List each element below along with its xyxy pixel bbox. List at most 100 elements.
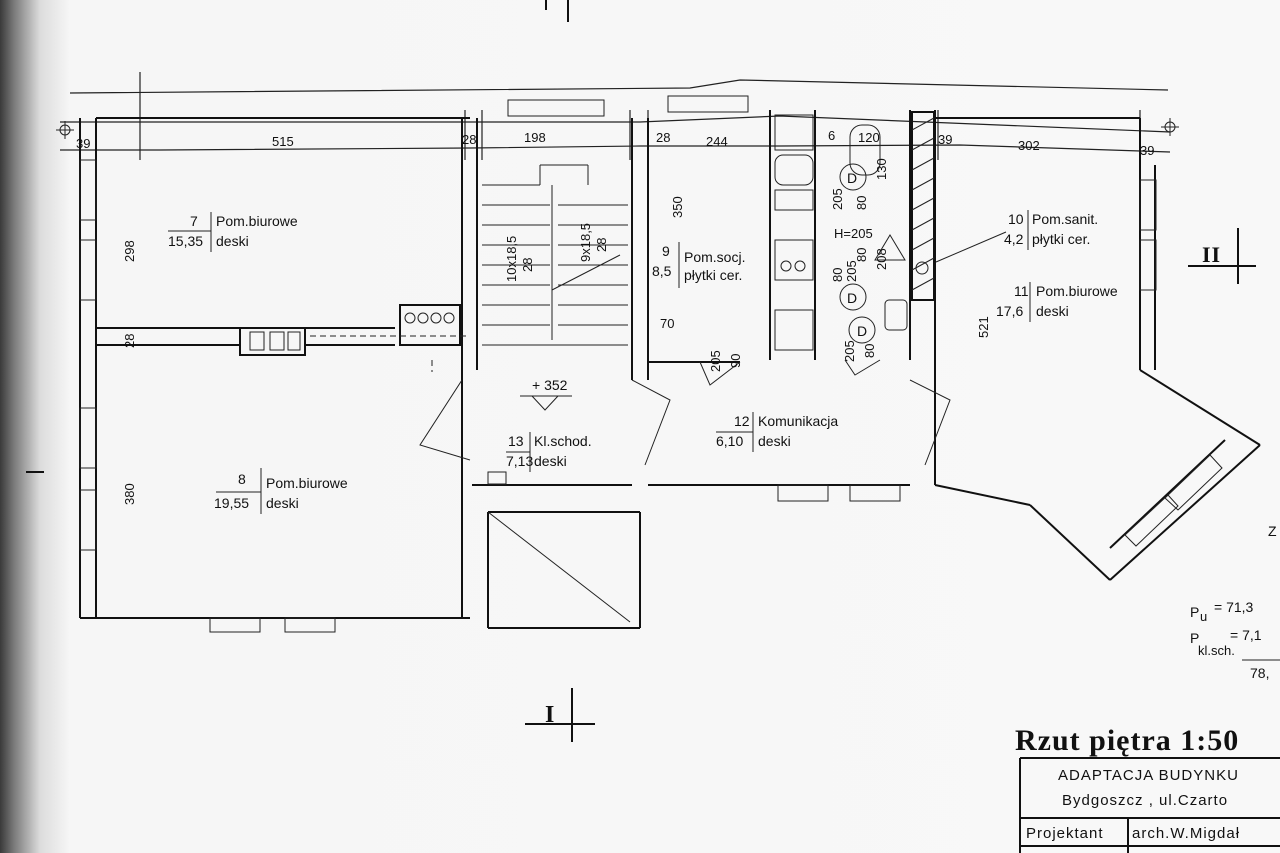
fixture-label-3: D [857,323,867,339]
room-10-finish: płytki cer. [1032,231,1090,247]
room-8-number: 8 [238,471,246,487]
dim-80-a: 80 [854,196,869,210]
fixture-label-2: D [847,290,857,306]
room-7-number: 7 [190,213,198,229]
drawing-title: Rzut piętra 1:50 [1015,724,1239,757]
room-13-number: 13 [508,433,524,449]
room-7-name: Pom.biurowe [216,213,298,229]
dim-top-1: 39 [76,136,90,151]
dim-top-10: 302 [1018,138,1040,153]
room-9-area: 8,5 [652,263,672,279]
dim-top-4: 198 [524,130,546,145]
room-12: 12 Komunikacja 6,10 deski [716,412,838,452]
title-block-line1: ADAPTACJA BUDYNKU [1058,767,1239,784]
dim-stairs-3: 9x18,5 [578,223,593,262]
dim-stairs-2: 28 [520,258,535,272]
dim-side-298: 298 [122,240,137,262]
room-12-finish: deski [758,433,791,449]
room-10: 10 Pom.sanit. 4,2 płytki cer. [935,210,1098,263]
stairs [482,164,628,346]
dim-205-c: 205 [844,260,859,282]
room-13-finish: deski [534,453,567,469]
room-12-number: 12 [734,413,750,429]
room-12-name: Komunikacja [758,413,838,429]
summary-total: 78, [1250,665,1269,681]
title-block-row-label: Projektant [1026,825,1104,842]
room-7: 7 Pom.biurowe 15,35 deski [168,212,298,252]
room-10-number: 10 [1008,211,1024,227]
dim-side-28: 28 [122,334,137,348]
room-13: 13 Kl.schod. 7,13 deski [487,432,592,485]
room-13-area: 7,13 [506,453,533,469]
room-8-name: Pom.biurowe [266,475,348,491]
dim-80-d: 80 [862,344,877,358]
room-12-area: 6,10 [716,433,743,449]
dim-top-6: 244 [706,134,728,149]
summary-pu-sub: u [1200,609,1207,624]
sanitary-fixtures [774,114,929,351]
dim-70: 70 [660,316,674,331]
dim-130: 130 [874,158,889,180]
section-mark-bottom-label: I [545,702,555,728]
room-7-area: 15,35 [168,233,203,249]
dim-205-a: 205 [708,350,723,372]
summary-pk-sub: kl.sch. [1198,643,1235,658]
dim-80-b: 80 [830,268,845,282]
dim-top-11: 39 [1140,143,1154,158]
dim-top-9: 39 [938,132,952,147]
dim-stairs-1: 10x18,5 [504,236,519,282]
windows [79,95,1223,633]
dim-top-3: 28 [462,132,476,147]
summary-pk-label: P [1190,630,1199,646]
dim-h205: H=205 [834,226,873,241]
title-block: ADAPTACJA BUDYNKU Bydgoszcz , ul.Czarto … [1019,757,1280,853]
area-summary: P u = 71,3 P kl.sch. = 7,1 78, [1190,599,1280,681]
room-10-name: Pom.sanit. [1032,211,1098,227]
section-mark-top [545,0,569,22]
room-9-finish: płytki cer. [684,267,742,283]
room-11-finish: deski [1036,303,1069,319]
room-9-number: 9 [662,243,670,259]
doors [310,335,951,466]
room-11-area: 17,6 [996,303,1023,319]
dim-side-380: 380 [122,483,137,505]
section-mark-bottom: I [525,688,595,742]
room-8: 8 Pom.biurowe 19,55 deski [214,468,348,514]
dim-side-521: 521 [976,316,991,338]
dim-top-7: 6 [828,128,835,143]
room-11-name: Pom.biurowe [1036,283,1118,299]
title-block-line2: Bydgoszcz , ul.Czarto [1062,792,1228,809]
room-9-name: Pom.socj. [684,249,745,265]
section-mark-right: II [1188,228,1256,284]
level-mark-text: + 352 [532,377,568,393]
room-10-area: 4,2 [1004,231,1024,247]
dim-top-5: 28 [656,130,670,145]
dim-top-2: 515 [272,134,294,149]
room-8-finish: deski [266,495,299,511]
walls [79,110,1261,629]
room-9: 9 Pom.socj. 8,5 płytki cer. [652,242,745,288]
room-8-area: 19,55 [214,495,249,511]
dim-205-d: 205 [842,340,857,362]
room-13-name: Kl.schod. [534,433,592,449]
dim-stairs-4: 28 [594,238,609,252]
level-mark: + 352 [520,377,572,411]
dim-205-b: 205 [830,188,845,210]
dim-80-c: 80 [854,248,869,262]
fixture-label-1: D [847,170,857,186]
title-block-row-value: arch.W.Migdał [1132,825,1240,842]
section-mark-right-label: II [1202,242,1221,267]
summary-pu-value: = 71,3 [1214,599,1254,615]
room-11-number: 11 [1014,283,1029,299]
summary-pu-label: P [1190,604,1199,620]
summary-pk-value: = 7,1 [1230,627,1262,643]
dim-90: 90 [728,354,743,368]
room-11: 11 Pom.biurowe 17,6 deski [996,282,1118,322]
dim-208: 208 [874,248,889,270]
room-7-finish: deski [216,233,249,249]
dim-side-350: 350 [670,196,685,218]
section-mark-partial: Z [1268,523,1277,539]
dim-top-8: 120 [858,130,880,145]
